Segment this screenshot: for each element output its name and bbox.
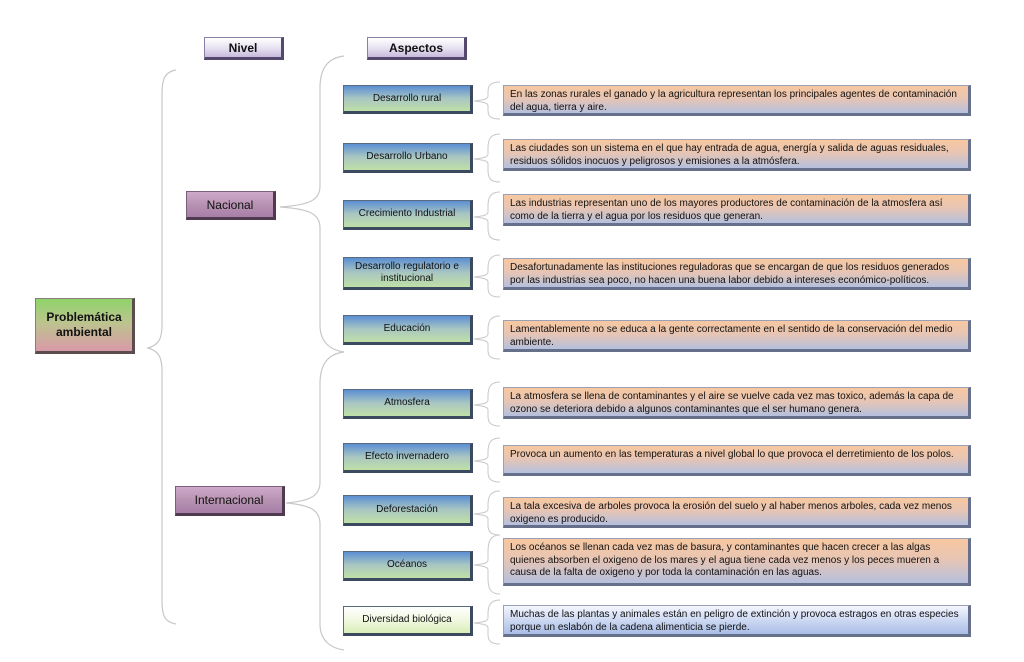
description-diversidad-biologica: Muchas de las plantas y animales están e… (503, 605, 971, 637)
aspect-label: Crecimiento Industrial (358, 208, 456, 219)
description-desarrollo-urbano: Las ciudades son un sistema en el que ha… (503, 139, 971, 171)
aspect-desarrollo-urbano: Desarrollo Urbano (343, 143, 473, 173)
desc-bracket (473, 490, 501, 536)
description-text: La atmosfera se llena de contaminantes y… (510, 391, 954, 415)
description-oceanos: Los océanos se llenan cada vez mas de ba… (503, 538, 971, 586)
aspect-diversidad-biologica: Diversidad biológica (343, 606, 473, 636)
aspectos-header: Aspectos (367, 37, 467, 60)
aspect-label: Diversidad biológica (362, 614, 452, 625)
aspect-label: Educación (383, 323, 431, 334)
desc-bracket (473, 315, 501, 360)
aspect-atmosfera: Atmosfera (343, 389, 473, 419)
aspect-label: Atmosfera (384, 397, 430, 408)
description-text: Lamentablemente no se educa a la gente c… (510, 324, 953, 348)
aspect-crecimiento-industrial: Crecimiento Industrial (343, 200, 473, 230)
description-text: Desafortunadamente las instituciones reg… (510, 262, 950, 286)
desc-bracket (473, 133, 501, 183)
aspect-desarrollo-regulatorio: Desarrollo regulatorio e institucional (343, 257, 473, 290)
description-efecto-invernadero: Provoca un aumento en las temperaturas a… (503, 445, 971, 476)
level-internacional: Internacional (175, 486, 285, 516)
description-text: La tala excesiva de arboles provoca la e… (510, 501, 952, 525)
level-nacional: Nacional (186, 191, 276, 220)
aspect-label: Deforestación (376, 503, 438, 515)
aspect-label: Desarrollo Urbano (366, 151, 448, 162)
aspect-label: Océanos (386, 559, 428, 570)
aspect-label: Desarrollo rural (372, 92, 442, 104)
aspect-label: Desarrollo regulatorio e institucional (355, 260, 459, 284)
aspect-label: Efecto invernadero (365, 451, 449, 462)
description-desarrollo-rural: En las zonas rurales el ganado y la agri… (503, 85, 971, 116)
description-crecimiento-industrial: Las industrias representan uno de los ma… (503, 194, 971, 226)
description-text: Muchas de las plantas y animales están e… (510, 609, 959, 633)
root-node: Problemática ambiental (35, 298, 135, 354)
desc-bracket (473, 191, 501, 241)
aspect-oceanos: Océanos (343, 551, 473, 581)
desc-bracket (473, 81, 501, 120)
desc-bracket (473, 534, 501, 595)
aspect-efecto-invernadero: Efecto invernadero (343, 443, 473, 473)
description-atmosfera: La atmosfera se llena de contaminantes y… (503, 387, 971, 419)
root-bracket (145, 69, 177, 625)
description-text: Provoca un aumento en las temperaturas a… (510, 449, 954, 460)
description-text: Los océanos se llenan cada vez mas de ba… (510, 542, 940, 578)
desc-bracket (473, 599, 501, 645)
root-label: Problemática ambiental (46, 310, 122, 339)
desc-bracket (473, 254, 501, 298)
description-desarrollo-regulatorio: Desafortunadamente las instituciones reg… (503, 258, 971, 290)
nacional-bracket (279, 55, 345, 353)
description-text: Las industrias representan uno de los ma… (510, 198, 943, 222)
internacional-bracket (285, 351, 345, 651)
nivel-header: Nivel (204, 37, 284, 60)
aspect-educacion: Educación (343, 315, 473, 345)
aspect-desarrollo-rural: Desarrollo rural (343, 85, 473, 114)
description-text: En las zonas rurales el ganado y la agri… (510, 89, 957, 113)
description-text: Las ciudades son un sistema en el que ha… (510, 143, 949, 167)
description-educacion: Lamentablemente no se educa a la gente c… (503, 320, 971, 352)
description-deforestacion: La tala excesiva de arboles provoca la e… (503, 497, 971, 528)
desc-bracket (473, 381, 501, 427)
desc-bracket (473, 437, 501, 483)
aspect-deforestacion: Deforestación (343, 495, 473, 526)
